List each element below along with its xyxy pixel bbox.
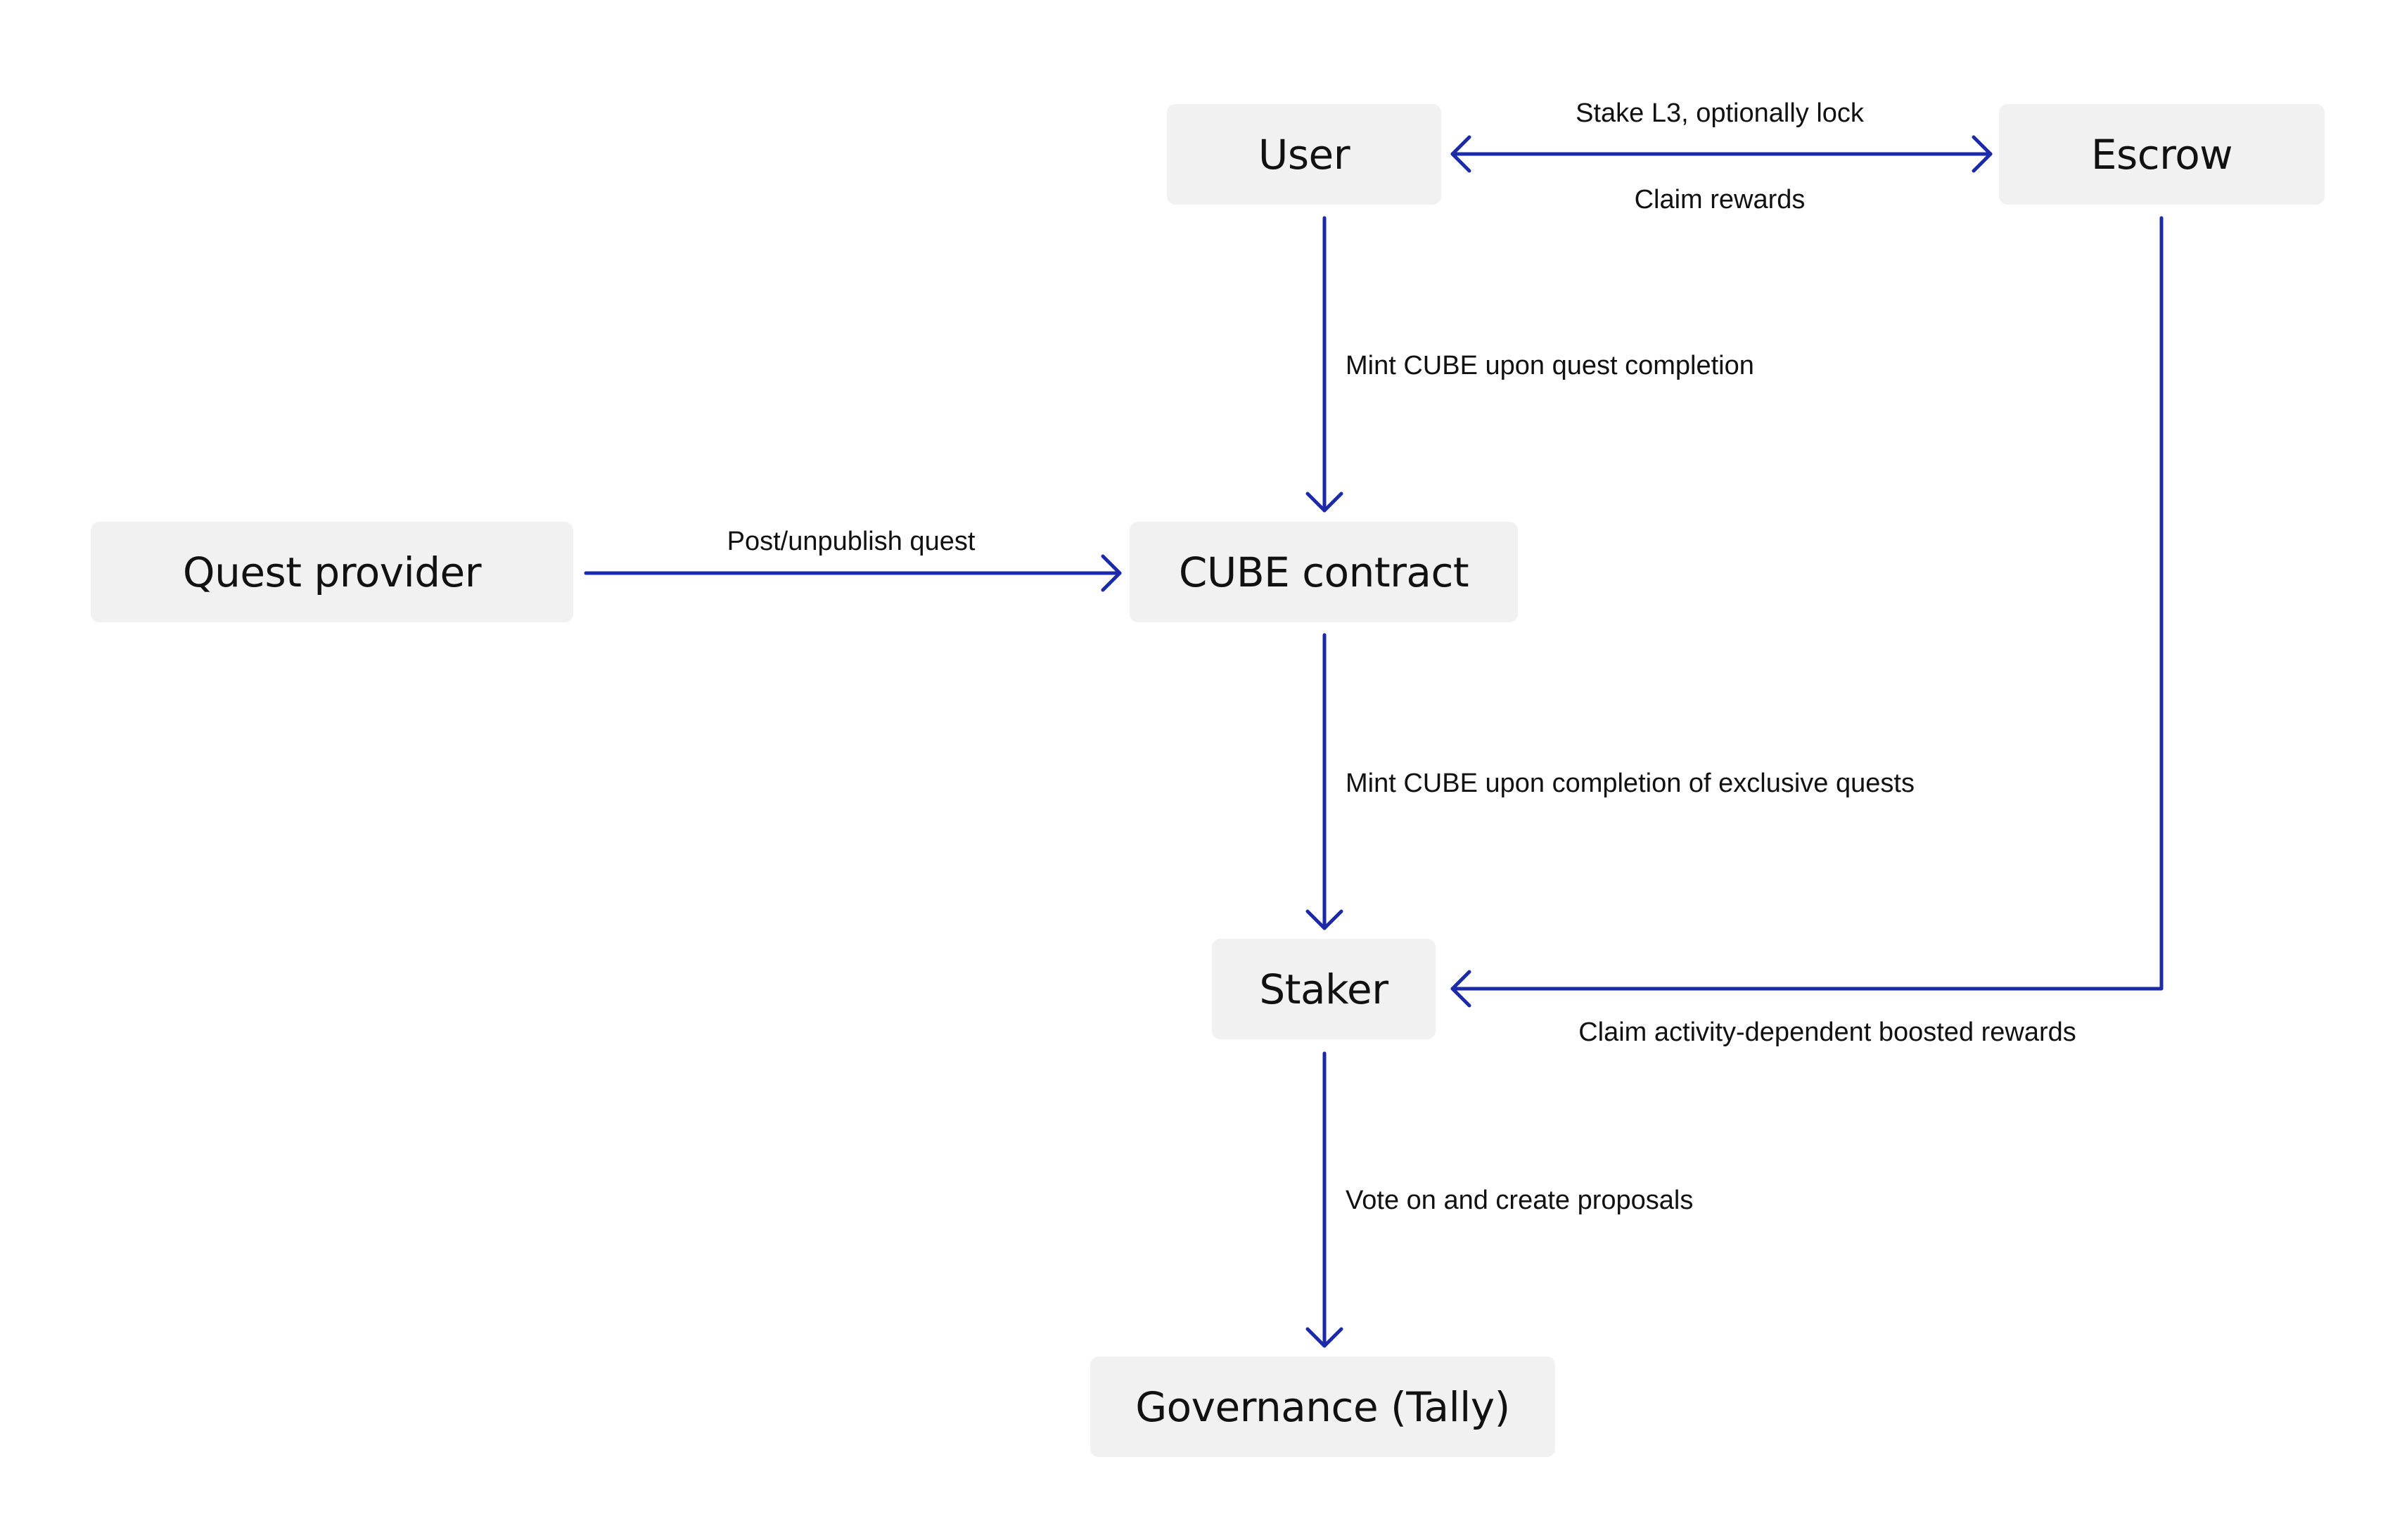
arrow-staker-governance xyxy=(1305,1051,1343,1348)
governance-node: Governance (Tally) xyxy=(1090,1356,1555,1457)
arrow-quest-provider-cube xyxy=(584,554,1122,592)
edge-label-mint-exclusive: Mint CUBE upon completion of exclusive q… xyxy=(1346,769,1915,798)
cube-contract-node: CUBE contract xyxy=(1130,522,1518,622)
arrow-cube-staker xyxy=(1305,633,1343,930)
edge-label-mint-quest: Mint CUBE upon quest completion xyxy=(1346,351,1754,380)
user-node: User xyxy=(1167,104,1441,205)
staker-node: Staker xyxy=(1212,939,1436,1039)
edge-label-claim-boosted: Claim activity-dependent boosted rewards xyxy=(1578,1018,2076,1047)
edge-label-stake: Stake L3, optionally lock xyxy=(1576,98,1864,128)
arrow-user-escrow xyxy=(1450,135,1993,173)
edge-label-vote: Vote on and create proposals xyxy=(1346,1186,1694,1215)
quest-provider-node: Quest provider xyxy=(91,522,573,622)
escrow-node: Escrow xyxy=(1999,104,2325,205)
arrow-escrow-staker xyxy=(1450,216,2164,1008)
edge-label-claim-rewards: Claim rewards xyxy=(1634,185,1806,214)
arrow-user-cube xyxy=(1305,216,1343,513)
edge-label-post-quest: Post/unpublish quest xyxy=(727,527,976,556)
